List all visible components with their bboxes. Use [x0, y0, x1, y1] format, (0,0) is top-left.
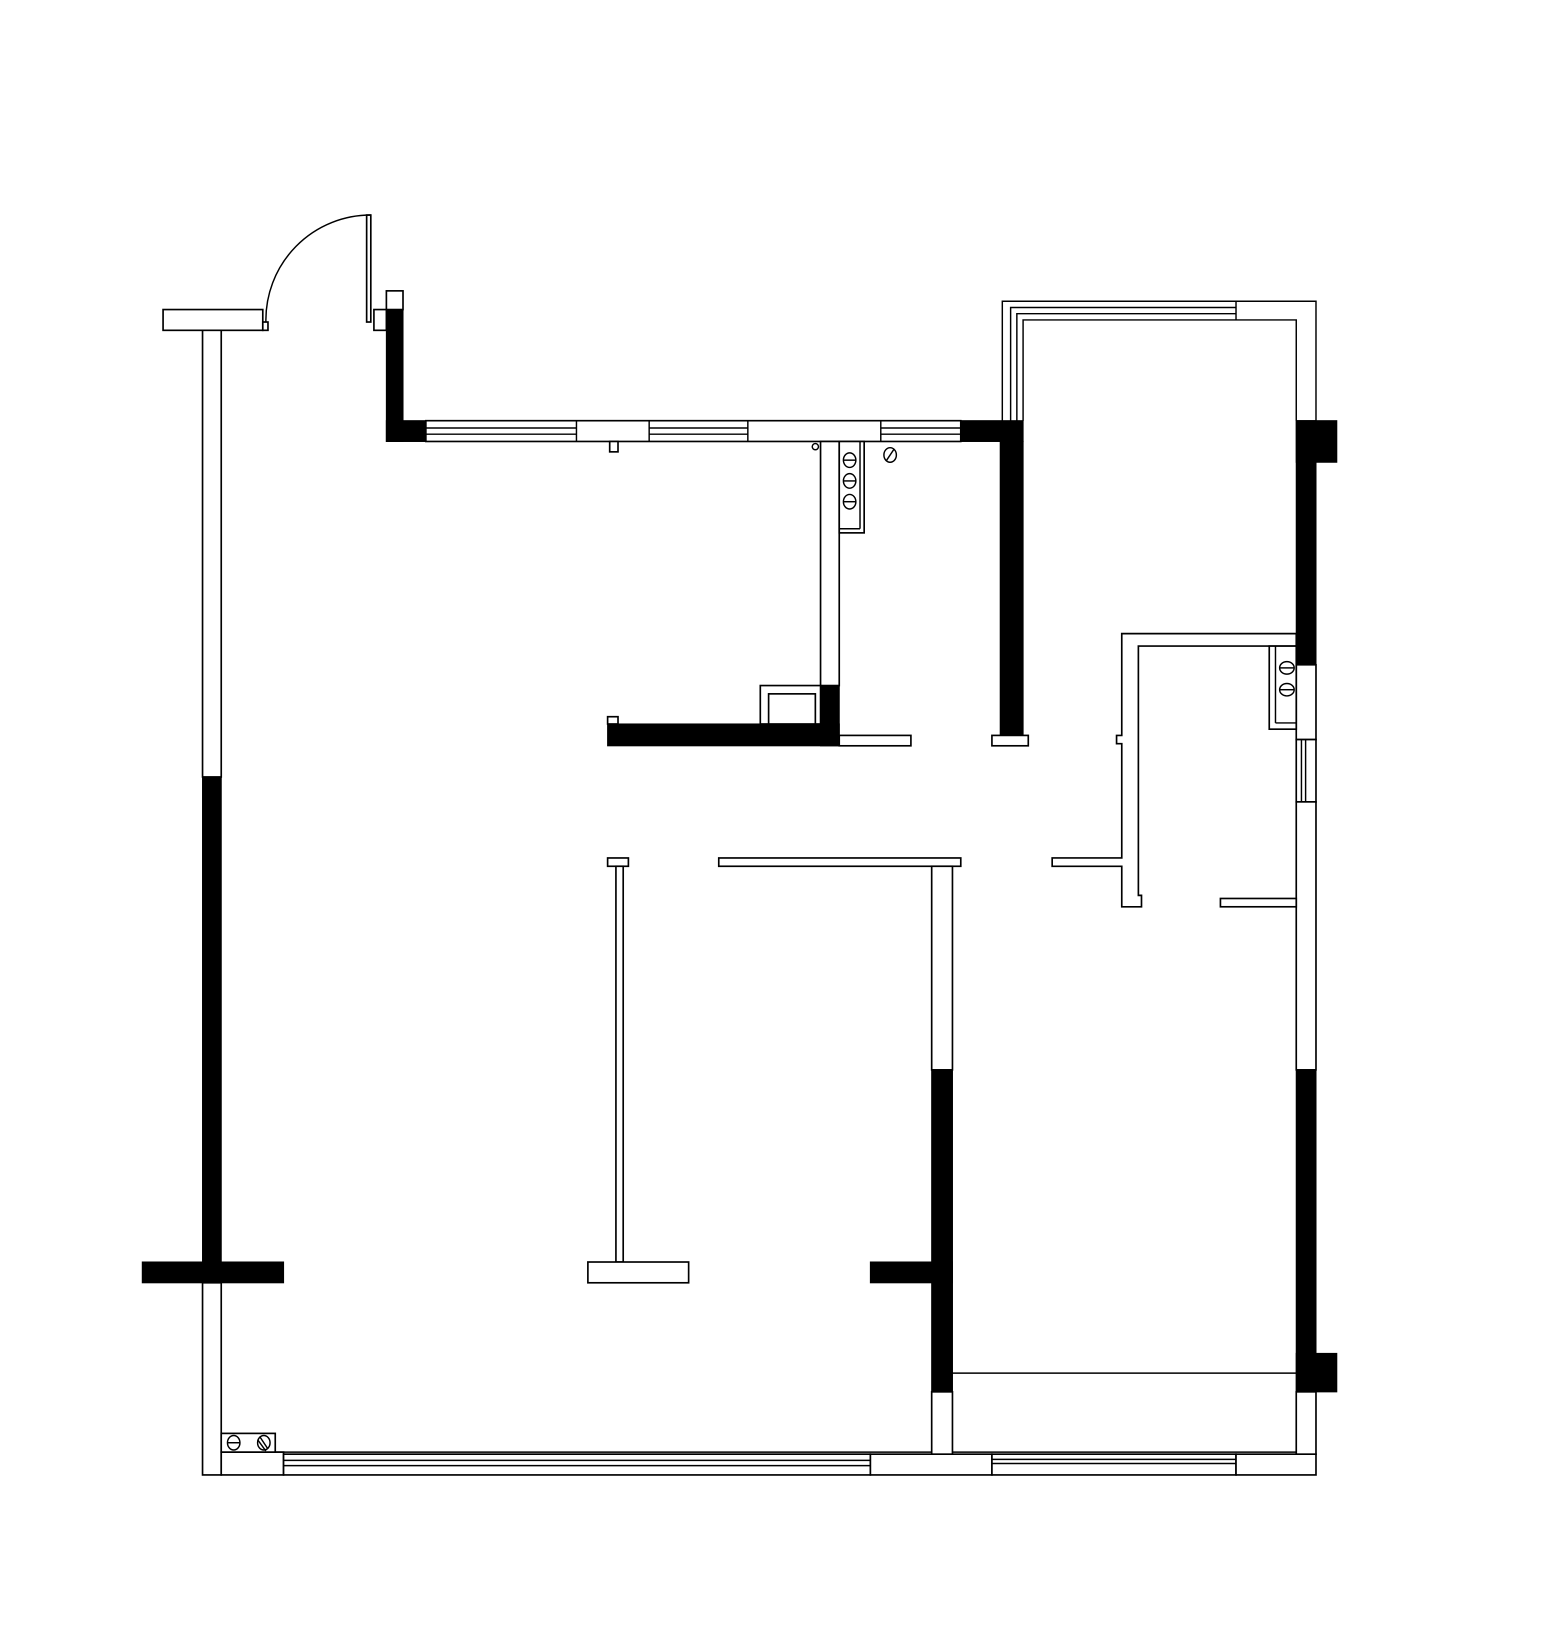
kitchen-walls — [606, 440, 912, 747]
partition-wall — [587, 857, 690, 1284]
left-exterior-wall — [141, 329, 285, 1476]
pipe-shaft — [838, 440, 866, 534]
pipe-shaft — [220, 1432, 277, 1453]
right-exterior-wall — [952, 420, 1338, 1455]
pipe-icon — [842, 493, 857, 510]
bathroom-walls — [1051, 632, 1298, 908]
window-icon — [991, 1453, 1237, 1476]
door-swing-icon — [265, 214, 371, 323]
window-icon — [880, 420, 961, 442]
window-icon — [425, 420, 578, 442]
window-icon — [282, 1453, 872, 1476]
top-wall — [385, 309, 1030, 747]
window-icon — [1295, 738, 1317, 803]
pipe-icon — [842, 452, 857, 469]
pipe-icon — [1278, 682, 1295, 697]
pipe-icon — [842, 472, 857, 489]
entrance-door — [162, 214, 404, 332]
window-icon — [648, 420, 749, 442]
balcony — [1001, 300, 1317, 421]
pipe-icon — [256, 1434, 271, 1452]
bottom-exterior-wall — [220, 1451, 1317, 1476]
middle-wall — [717, 857, 962, 1455]
pipe-icon — [883, 446, 898, 463]
pipe-icon — [226, 1434, 241, 1451]
pipe-icon — [1278, 660, 1295, 675]
pipe-shaft — [1268, 645, 1298, 731]
